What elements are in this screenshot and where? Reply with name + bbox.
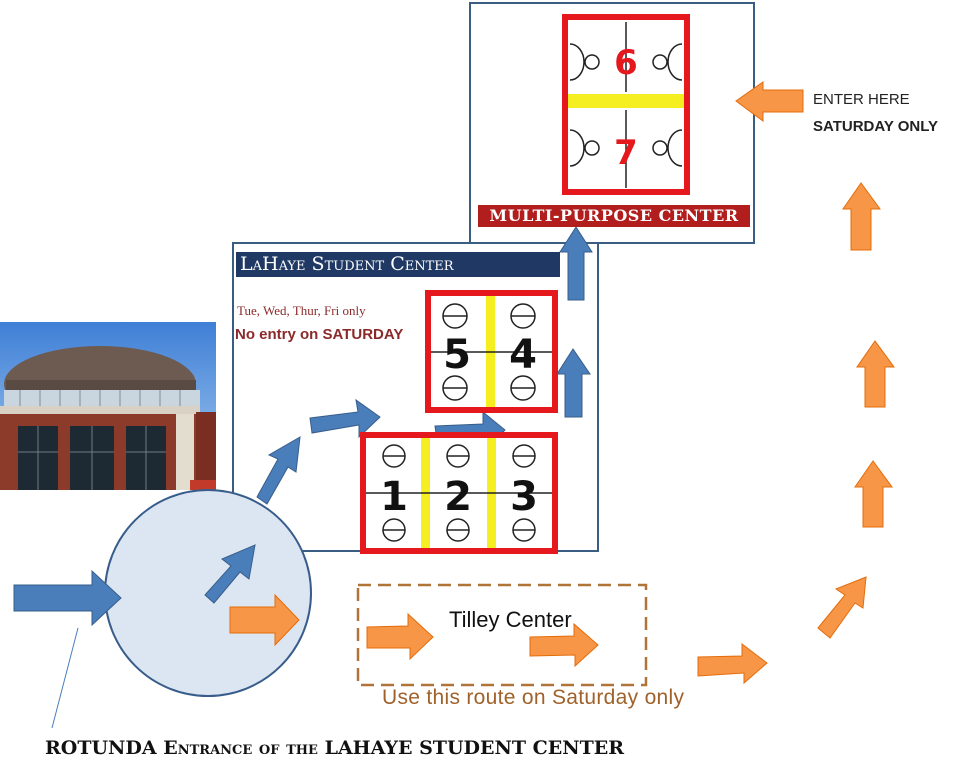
court-6-7: 6 7	[562, 14, 690, 195]
route-arrow-2	[817, 576, 867, 639]
saturday-route-note: Use this route on Saturday only	[382, 686, 685, 709]
court-1-number: 1	[380, 474, 408, 520]
route-up-arrow-3	[842, 182, 881, 251]
entry-arrow	[13, 569, 122, 627]
court4-up-arrow	[556, 348, 591, 418]
to-mpc-arrow	[559, 226, 593, 301]
enter-here-arrow	[735, 81, 804, 122]
court-5-number: 5	[443, 332, 471, 378]
to-court54-arrow	[309, 398, 381, 439]
court-7-number: 7	[614, 133, 638, 173]
tilley-out-arrow	[529, 622, 599, 668]
court-4-number: 4	[509, 332, 537, 378]
lahaye-up-arrow	[256, 436, 301, 505]
court-1-2-3: 1 2 3	[360, 432, 558, 554]
enter-here-label: ENTER HERE	[813, 91, 910, 108]
no-entry-note: No entry on SATURDAY	[235, 326, 404, 343]
court-3-number: 3	[510, 474, 538, 520]
days-note: Tue, Wed, Thur, Fri only	[237, 303, 366, 318]
tilley-box	[356, 583, 648, 687]
pointer-line	[51, 627, 79, 729]
route-up-arrow-1	[854, 460, 893, 528]
rotunda-photo	[0, 322, 216, 490]
court-5-4: 5 4	[425, 290, 558, 413]
rotunda-caption: ROTUNDA Entrance of the LAHAYE STUDENT C…	[45, 737, 624, 759]
rotunda-orange-arrow	[229, 593, 300, 647]
tilley-center-label: Tilley Center	[449, 607, 572, 632]
rotunda-up-arrow	[204, 544, 256, 604]
route-arrow-1	[697, 642, 768, 685]
court-2-number: 2	[444, 474, 472, 520]
court-6-number: 6	[614, 43, 638, 83]
lahaye-label: LaHaye Student Center	[236, 252, 560, 277]
tilley-in-arrow	[366, 612, 434, 661]
saturday-only-label: SATURDAY ONLY	[813, 118, 939, 135]
multi-purpose-label: MULTI-PURPOSE CENTER	[478, 205, 750, 227]
route-up-arrow-2	[856, 340, 895, 408]
